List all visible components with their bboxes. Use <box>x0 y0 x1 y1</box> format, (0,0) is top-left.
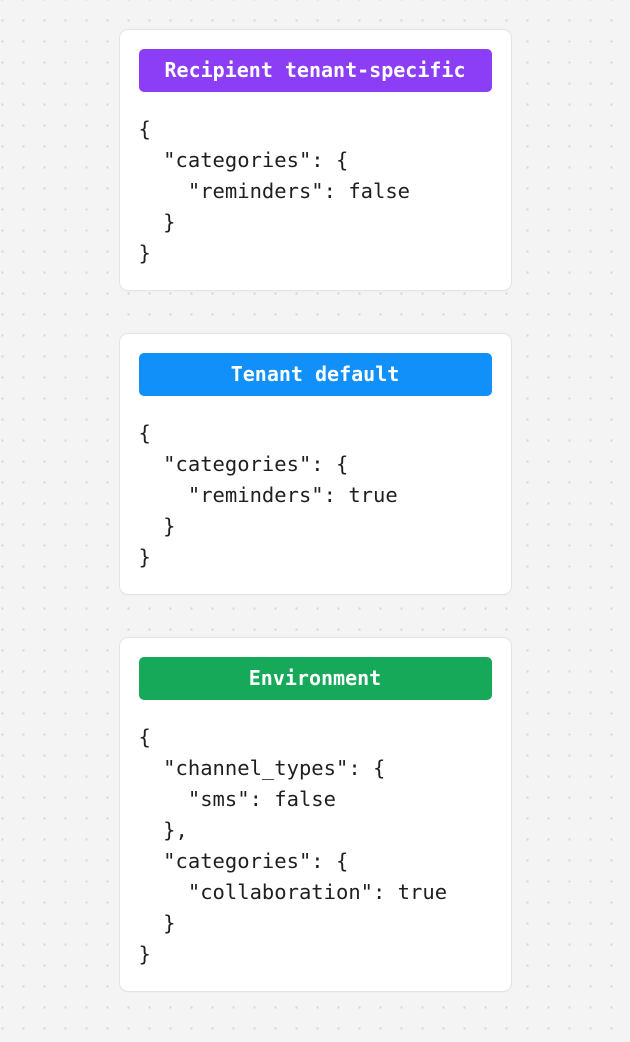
card-code-recipient-tenant-specific: { "categories": { "reminders": false } } <box>138 117 411 265</box>
card-code-environment: { "channel_types": { "sms": false }, "ca… <box>138 725 448 966</box>
card-code-tenant-default: { "categories": { "reminders": true } } <box>138 421 398 569</box>
card-header-tenant-default: Tenant default <box>138 353 492 396</box>
preference-card-recipient-tenant-specific: Recipient tenant-specific { "categories"… <box>118 29 512 291</box>
preference-card-tenant-default: Tenant default { "categories": { "remind… <box>118 333 512 595</box>
preference-card-environment: Environment { "channel_types": { "sms": … <box>118 637 512 992</box>
card-header-recipient-tenant-specific: Recipient tenant-specific <box>138 49 492 92</box>
card-header-environment: Environment <box>138 657 492 700</box>
